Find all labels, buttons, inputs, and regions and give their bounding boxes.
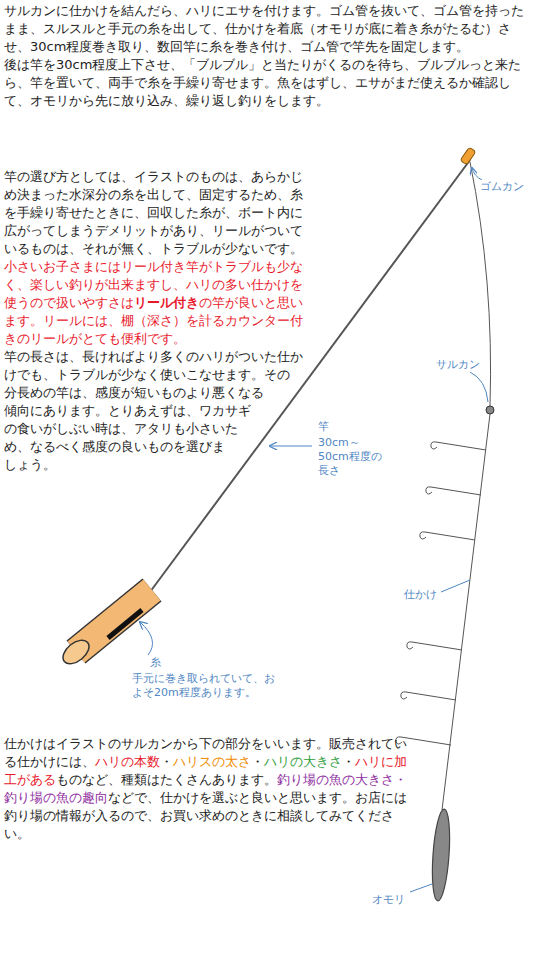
hooks xyxy=(396,442,486,745)
paragraph: 竿の長さは、長ければより多くのハリがついた仕かけでも、トラブルが少なく使いこなせ… xyxy=(4,348,314,474)
text: ・ xyxy=(251,754,264,769)
paragraph: 小さいお子さまにはリール付き竿がトラブルも少なく、楽しい釣りが出来ますし、ハリの… xyxy=(4,258,314,348)
part-label: ゴムカン xyxy=(480,180,524,194)
swivel xyxy=(486,406,494,414)
part-label: オモリ xyxy=(372,893,405,907)
text: ものなど、種類はたくさんあります。 xyxy=(56,772,277,787)
sinker xyxy=(430,809,452,902)
highlight-text: リール付き xyxy=(134,295,199,310)
part-label: サルカン xyxy=(436,358,480,372)
part-label: 仕かけ xyxy=(404,588,437,602)
text-section: 仕かけはイラストのサルカンから下の部分をいいます。販売されている仕かけには、ハリ… xyxy=(4,735,416,843)
highlight-text: ハリスの太さ xyxy=(173,754,251,769)
text-section: 竿の選び方としては、イラストのものは、あらかじめ決まった水深分の糸を出して、固定… xyxy=(4,168,314,568)
paragraph: 竿の選び方としては、イラストのものは、あらかじめ決まった水深分の糸を出して、固定… xyxy=(4,168,314,258)
paragraph: サルカンに仕かけを結んだら、ハリにエサを付けます。ゴム管を抜いて、ゴム管を持った… xyxy=(4,2,532,56)
text: ・ xyxy=(160,754,173,769)
dimension-note: 30cm～50cm程度の長さ xyxy=(318,436,390,478)
part-label: 竿 xyxy=(318,420,329,434)
part-note: 手元に巻き取られていて、およそ20m程度あります。 xyxy=(132,672,282,700)
rubber-tube xyxy=(460,147,476,165)
paragraph: 後は竿を30cm程度上下させ、「ブルブル」と当たりがくるのを待ち、ブルブルっと来… xyxy=(4,56,532,110)
part-label: 糸 xyxy=(150,656,161,670)
fishing-line xyxy=(442,162,491,810)
text: ・ xyxy=(342,754,355,769)
highlight-text: ハリの大きさ xyxy=(264,754,342,769)
highlight-text: ハリの本数 xyxy=(95,754,160,769)
text-section: サルカンに仕かけを結んだら、ハリにエサを付けます。ゴム管を抜いて、ゴム管を持った… xyxy=(4,2,532,110)
paragraph: 仕かけはイラストのサルカンから下の部分をいいます。販売されている仕かけには、ハリ… xyxy=(4,735,416,843)
